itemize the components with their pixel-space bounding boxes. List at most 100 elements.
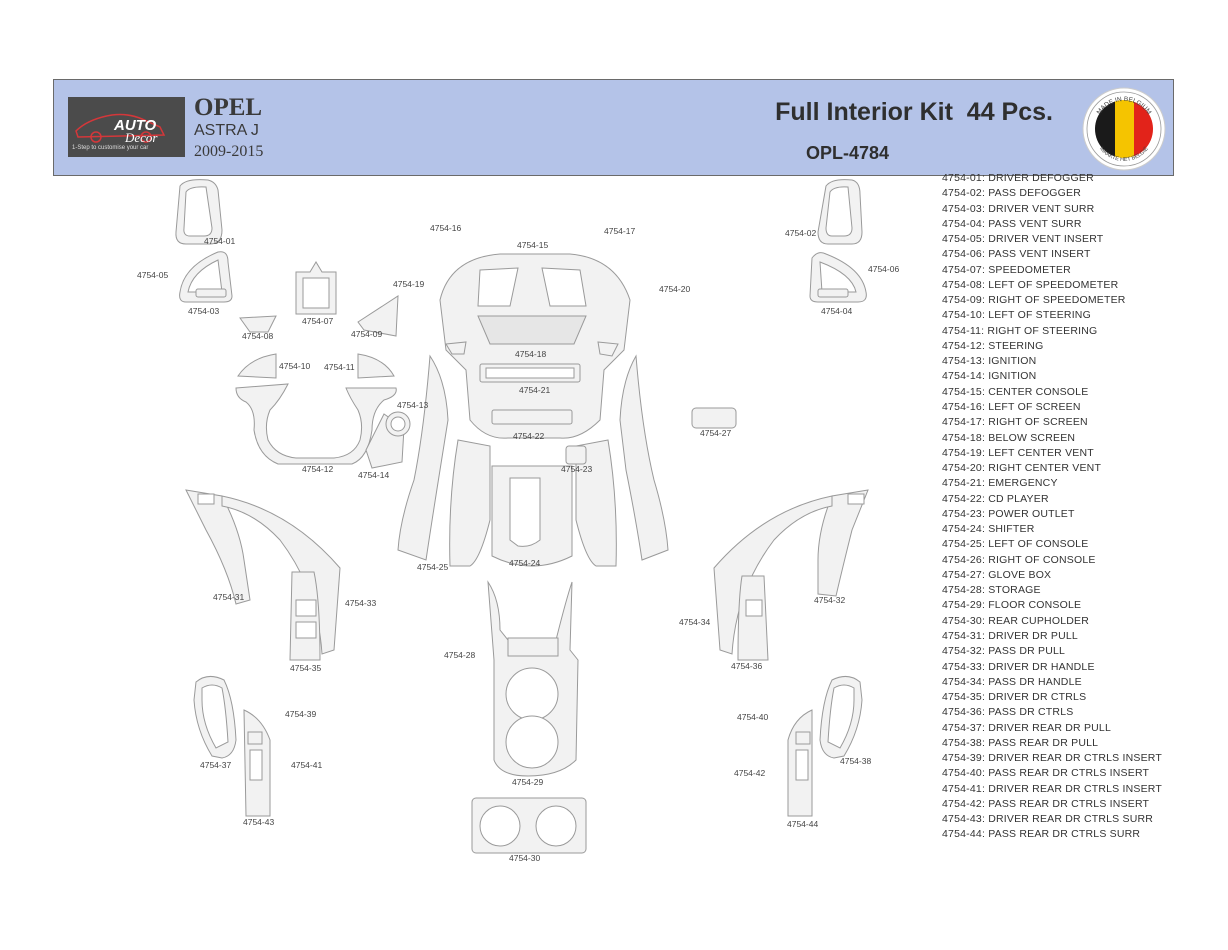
shape-4754-18	[477, 315, 587, 345]
label-4754-41: 4754-41	[291, 760, 322, 770]
legend-item-id: 4754-39	[942, 752, 982, 765]
label-4754-13: 4754-13	[397, 400, 428, 410]
legend-item: 4754-43: DRIVER REAR DR CTRLS SURR	[942, 813, 1154, 826]
kit-code: OPL-4784	[806, 143, 890, 163]
legend-item: 4754-02: PASS DEFOGGER	[942, 187, 1082, 200]
label-4754-21: 4754-21	[519, 385, 550, 395]
label-4754-17: 4754-17	[604, 226, 635, 236]
legend-item: 4754-13: IGNITION	[942, 355, 1037, 368]
legend-item: 4754-30: REAR CUPHOLDER	[942, 614, 1090, 627]
legend-item-id: 4754-07	[942, 263, 982, 276]
legend-item-id: 4754-19	[942, 446, 982, 459]
logo-text-secondary: Decor	[125, 130, 158, 145]
label-4754-10: 4754-10	[279, 361, 310, 371]
logo-text: AUTO	[114, 117, 157, 134]
legend-item-id: 4754-28	[942, 584, 982, 597]
label-4754-32: 4754-32	[814, 595, 845, 605]
legend-item: 4754-19: LEFT CENTER VENT	[942, 446, 1094, 459]
label-4754-27: 4754-27	[700, 428, 731, 438]
legend-item-id: 4754-21	[942, 477, 982, 490]
label-4754-43: 4754-43	[243, 817, 274, 827]
label-4754-30: 4754-30	[509, 853, 540, 863]
legend-item-id: 4754-22	[942, 492, 982, 505]
legend-item: 4754-20: RIGHT CENTER VENT	[942, 462, 1102, 475]
legend-item: 4754-42: PASS REAR DR CTRLS INSERT	[942, 797, 1150, 810]
car-model: ASTRA J	[194, 122, 259, 139]
legend-item: 4754-34: PASS DR HANDLE	[942, 675, 1082, 688]
legend-item: 4754-33: DRIVER DR HANDLE	[942, 660, 1095, 673]
legend-item-name: DRIVER REAR DR PULL	[988, 721, 1112, 734]
legend-item-name: PASS DR PULL	[988, 645, 1066, 658]
shape-4754-39	[247, 731, 263, 745]
shape-4754-28	[507, 637, 559, 657]
label-4754-42: 4754-42	[734, 768, 765, 778]
shape-4754-04	[817, 288, 849, 298]
legend-item: 4754-35: DRIVER DR CTRLS	[942, 691, 1087, 704]
legend-item: 4754-09: RIGHT OF SPEEDOMETER	[942, 294, 1126, 307]
legend-item-id: 4754-06	[942, 248, 982, 261]
label-4754-34: 4754-34	[679, 617, 710, 627]
legend-item-id: 4754-26	[942, 553, 982, 566]
legend-item: 4754-04: PASS VENT SURR	[942, 217, 1082, 230]
label-4754-16: 4754-16	[430, 223, 461, 233]
shape-4754-22	[491, 409, 573, 425]
legend-item-id: 4754-01	[942, 172, 982, 184]
legend-item-id: 4754-23	[942, 507, 982, 520]
legend-item: 4754-17: RIGHT OF SCREEN	[942, 416, 1088, 429]
legend-item-name: FLOOR CONSOLE	[988, 599, 1082, 612]
shape-4754-42	[795, 749, 809, 781]
shape-4754-20	[619, 354, 669, 561]
legend-item-id: 4754-35	[942, 691, 982, 704]
legend-item: 4754-40: PASS REAR DR CTRLS INSERT	[942, 767, 1150, 780]
legend-item-id: 4754-05	[942, 233, 982, 246]
legend-item-name: PASS REAR DR CTRLS INSERT	[988, 767, 1150, 780]
shape-4754-11	[357, 353, 395, 379]
label-4754-03: 4754-03	[188, 306, 219, 316]
label-4754-20: 4754-20	[659, 284, 690, 294]
legend-item-name: LEFT CENTER VENT	[988, 446, 1094, 459]
legend-item-name: REAR CUPHOLDER	[988, 614, 1090, 627]
car-make: OPEL	[194, 94, 263, 121]
label-4754-09: 4754-09	[351, 329, 382, 339]
legend-item: 4754-41: DRIVER REAR DR CTRLS INSERT	[942, 782, 1163, 795]
legend-item-name: DRIVER REAR DR CTRLS INSERT	[988, 782, 1163, 795]
legend-item-name: GLOVE BOX	[988, 568, 1052, 581]
legend-item-id: 4754-34	[942, 675, 982, 688]
legend-item-name: PASS REAR DR CTRLS SURR	[988, 828, 1141, 841]
logo-tagline: 1-Step to customise your car	[72, 145, 149, 151]
header-banner: AUTO Decor 1-Step to customise your car …	[53, 79, 1174, 176]
legend-item: 4754-25: LEFT OF CONSOLE	[942, 538, 1089, 551]
label-4754-35: 4754-35	[290, 663, 321, 673]
legend-item: 4754-08: LEFT OF SPEEDOMETER	[942, 278, 1119, 291]
legend-item: 4754-29: FLOOR CONSOLE	[942, 599, 1082, 612]
legend-item-name: IGNITION	[988, 355, 1037, 368]
legend-item-name: PASS REAR DR PULL	[988, 736, 1099, 749]
legend-item-id: 4754-44	[942, 828, 982, 841]
legend-item: 4754-16: LEFT OF SCREEN	[942, 400, 1081, 413]
label-4754-23: 4754-23	[561, 464, 592, 474]
legend-item-id: 4754-09	[942, 294, 982, 307]
label-4754-08: 4754-08	[242, 331, 273, 341]
shape-4754-25	[449, 439, 491, 567]
shape-4754-12	[235, 383, 397, 465]
legend-item-name: DRIVER DR HANDLE	[988, 660, 1095, 673]
legend-item-name: CENTER CONSOLE	[988, 385, 1089, 398]
legend-item-name: SPEEDOMETER	[988, 263, 1071, 276]
autodecor-logo: AUTO Decor 1-Step to customise your car	[68, 97, 185, 157]
legend-item: 4754-03: DRIVER VENT SURR	[942, 202, 1095, 215]
shape-4754-16	[445, 341, 467, 355]
legend-item-name: IGNITION	[988, 370, 1037, 383]
legend-item-id: 4754-32	[942, 645, 982, 658]
legend-item: 4754-06: PASS VENT INSERT	[942, 248, 1091, 261]
legend-item-name: RIGHT OF STEERING	[987, 324, 1098, 337]
label-4754-04: 4754-04	[821, 306, 852, 316]
label-4754-37: 4754-37	[200, 760, 231, 770]
legend-item: 4754-14: IGNITION	[942, 370, 1037, 383]
label-4754-15: 4754-15	[517, 240, 548, 250]
legend-item-id: 4754-27	[942, 568, 982, 581]
legend-item-id: 4754-08	[942, 278, 982, 291]
legend-item-id: 4754-04	[942, 217, 982, 230]
legend-item-name: PASS VENT INSERT	[988, 248, 1091, 261]
shape-4754-27	[691, 407, 737, 429]
